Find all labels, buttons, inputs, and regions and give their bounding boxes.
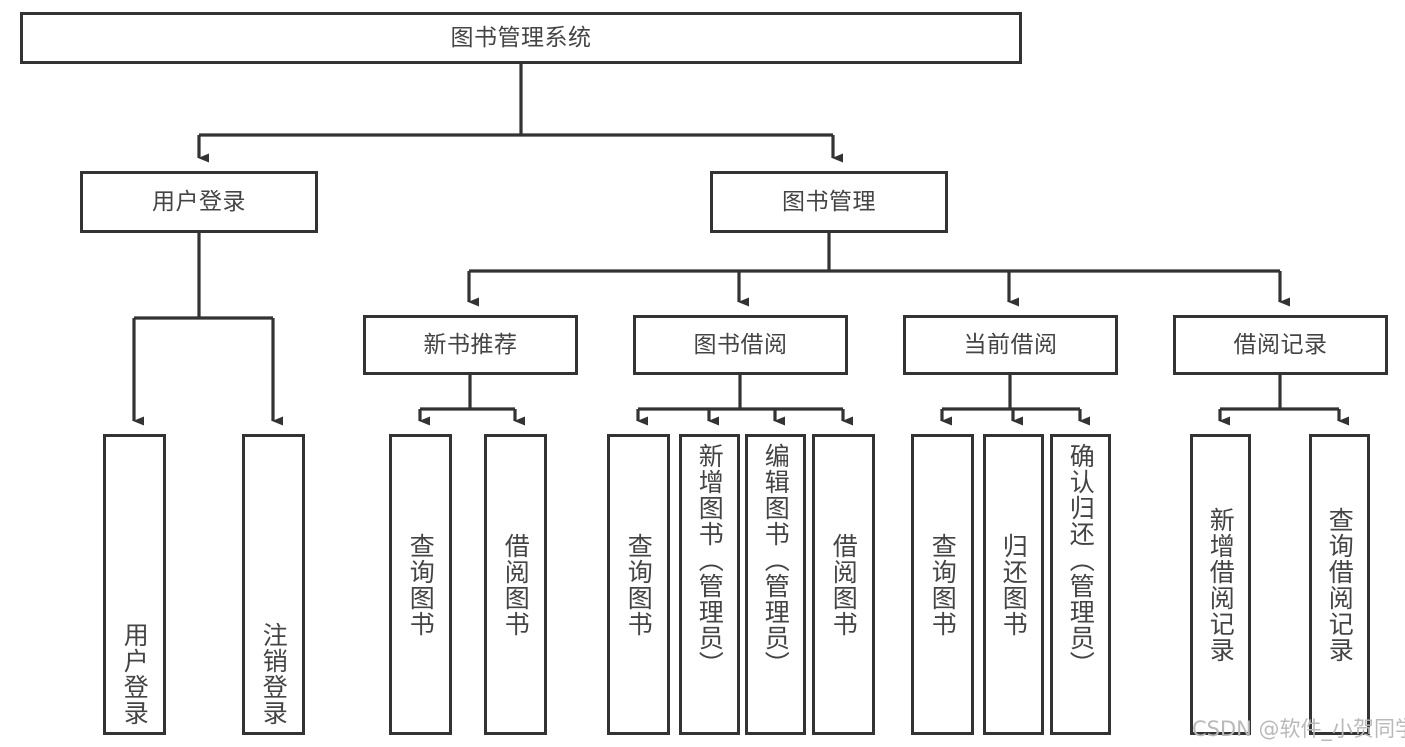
node-book-management[interactable]: 图书管理 bbox=[710, 171, 948, 233]
watermark: CSDN @软件_小贺同学 bbox=[1192, 717, 1405, 741]
node-borrow-record[interactable]: 借阅记录 bbox=[1173, 315, 1388, 375]
leaf-logout-label: 注销登录 bbox=[259, 622, 289, 726]
node-new-book-recommend-label: 新书推荐 bbox=[423, 331, 518, 358]
node-book-borrow-label: 图书借阅 bbox=[693, 331, 788, 358]
node-current-borrow-label: 当前借阅 bbox=[963, 331, 1058, 358]
node-book-management-label: 图书管理 bbox=[782, 188, 876, 215]
leaf-confirm-return-label: 确认归还（管理员） bbox=[1066, 443, 1096, 677]
leaf-logout[interactable]: 注销登录 bbox=[242, 434, 305, 735]
leaf-confirm-return[interactable]: 确认归还（管理员） bbox=[1050, 434, 1111, 735]
node-new-book-recommend[interactable]: 新书推荐 bbox=[363, 315, 578, 375]
node-user-login[interactable]: 用户登录 bbox=[80, 171, 318, 233]
leaf-query-book-2[interactable]: 查询图书 bbox=[607, 434, 670, 735]
leaf-borrow-book-1-label: 借阅图书 bbox=[501, 532, 531, 637]
leaf-add-record[interactable]: 新增借阅记录 bbox=[1190, 434, 1251, 735]
leaf-add-book-label: 新增图书（管理员） bbox=[695, 443, 725, 677]
node-current-borrow[interactable]: 当前借阅 bbox=[903, 315, 1118, 375]
leaf-query-book-1-label: 查询图书 bbox=[406, 532, 436, 637]
leaf-borrow-book-2-label: 借阅图书 bbox=[829, 532, 859, 637]
leaf-return-book[interactable]: 归还图书 bbox=[983, 434, 1044, 735]
leaf-query-book-3-label: 查询图书 bbox=[928, 532, 958, 637]
leaf-query-book-2-label: 查询图书 bbox=[624, 532, 654, 637]
leaf-query-record-label: 查询借阅记录 bbox=[1325, 506, 1355, 663]
leaf-add-book[interactable]: 新增图书（管理员） bbox=[679, 434, 740, 735]
leaf-add-record-label: 新增借阅记录 bbox=[1206, 506, 1236, 663]
leaf-edit-book[interactable]: 编辑图书（管理员） bbox=[745, 434, 806, 735]
leaf-query-record[interactable]: 查询借阅记录 bbox=[1309, 434, 1370, 735]
leaf-user-login[interactable]: 用户登录 bbox=[103, 434, 166, 735]
leaf-user-login-label: 用户登录 bbox=[120, 622, 150, 726]
leaf-return-book-label: 归还图书 bbox=[999, 532, 1029, 637]
node-root[interactable]: 图书管理系统 bbox=[20, 12, 1022, 64]
node-user-login-label: 用户登录 bbox=[152, 188, 246, 215]
node-book-borrow[interactable]: 图书借阅 bbox=[633, 315, 848, 375]
node-root-label: 图书管理系统 bbox=[450, 24, 592, 51]
leaf-borrow-book-1[interactable]: 借阅图书 bbox=[484, 434, 547, 735]
node-borrow-record-label: 借阅记录 bbox=[1233, 331, 1328, 358]
leaf-borrow-book-2[interactable]: 借阅图书 bbox=[812, 434, 875, 735]
leaf-edit-book-label: 编辑图书（管理员） bbox=[761, 443, 791, 677]
leaf-query-book-3[interactable]: 查询图书 bbox=[911, 434, 974, 735]
leaf-query-book-1[interactable]: 查询图书 bbox=[389, 434, 452, 735]
